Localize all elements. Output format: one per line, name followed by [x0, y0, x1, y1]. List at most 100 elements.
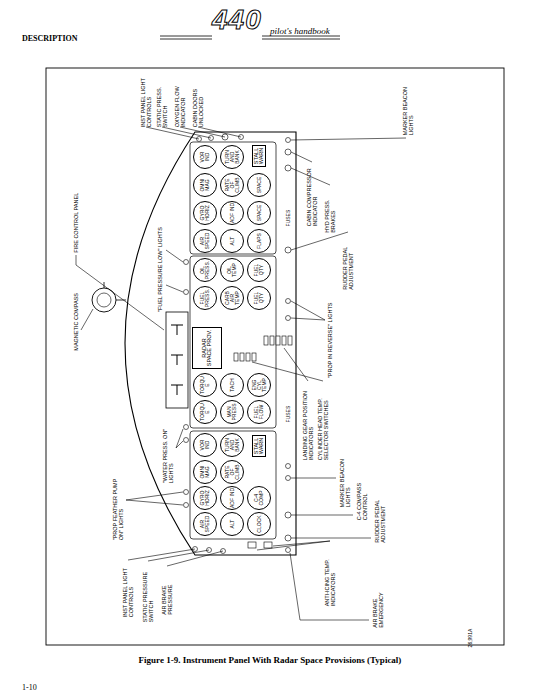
radar-space-box: RADAR SPACE PROV. [192, 327, 222, 369]
instrument-name: FUEL PRESS. [200, 288, 210, 308]
selector-switch [240, 353, 244, 361]
callout-label: "WATER PRESS. ON" LIGHTS [162, 417, 175, 483]
instrument-name: TORQUE [200, 402, 210, 422]
callout-label: LANDING GEAR POSITION INDICATORS [302, 384, 315, 460]
gauge-dial: TURN AND BANK [220, 433, 244, 457]
instrument-name: GYRO HORIZ [200, 203, 210, 223]
selector-switch [246, 353, 250, 361]
instrument-name: GYRO HORIZ [200, 488, 210, 508]
gauge-dial: RATE OF CLIMB [220, 460, 244, 484]
gauge-dial: ADF IND [220, 486, 244, 510]
gauge-dial: VOR IND [193, 145, 217, 169]
indicator-light [285, 512, 291, 518]
gauge-dial: RATE OF CLIMB [220, 173, 244, 197]
compass-card [97, 293, 111, 307]
instrument-name: OIL TEMP [227, 260, 237, 280]
warning-light-box: STALL WARN [252, 145, 266, 167]
instrument-name: CLOCK [257, 515, 262, 532]
diagram-frame [46, 68, 504, 645]
gauge-dial: OMNI MAG [193, 460, 217, 484]
callout-label: AIR BRAKE EMERGENCY [372, 582, 385, 627]
gauge-dial: OIL TEMP [220, 258, 244, 282]
indicator-light [285, 165, 291, 171]
gauge-dial: TURN AND BANK [220, 145, 244, 169]
instrument-name: SPACE [257, 177, 262, 194]
instrument-name: VOR IND [200, 435, 210, 455]
selector-switch [276, 336, 280, 345]
instrument-name: TORQUE [200, 375, 210, 395]
engine-instrument-group [190, 256, 276, 428]
instrument-name: OIL PRESS. [200, 260, 210, 280]
panel-outline [125, 132, 296, 555]
callout-label: OXYGEN FLOW INDICATOR [174, 73, 187, 127]
callout-label: "PROP IN REVERSE" LIGHTS [327, 286, 333, 378]
instrument-name: OMNI MAG [200, 462, 210, 482]
instrument-name: STALL WARN [254, 147, 265, 165]
indicator-light [285, 247, 291, 253]
pilot-instrument-group [190, 431, 276, 539]
callout-label: FUSES [285, 201, 291, 226]
callout-label: RUDDER PEDAL ADJUSTMENT [342, 234, 355, 289]
callout-label: CABIN DOORS UNLOCKED [192, 73, 205, 127]
instrument-name: FUEL QTY [254, 288, 264, 308]
selector-switch [288, 336, 292, 345]
gauge-dial: AIR SPEED [193, 512, 217, 536]
indicator-light [286, 548, 291, 553]
handbook-logo: 440 [212, 6, 262, 34]
callout-label: CABIN COMPRESSOR INDICATOR [306, 164, 319, 226]
page-heading: DESCRIPTION [22, 34, 78, 43]
callout-label: CYLINDER HEAD TEMP. SELECTOR SWITCHES [317, 384, 330, 460]
header-text: 1-10 [22, 683, 37, 692]
gauge-dial: ENG CYL TEMP [247, 373, 271, 397]
instrument-name: RATE OF CLIMB [225, 462, 240, 482]
gauge-dial: C-4 COMP [247, 486, 271, 510]
gauge-dial: ALT [220, 229, 244, 253]
indicator-light [286, 476, 291, 481]
gauge-dial: MAN PRESS [220, 400, 244, 424]
instrument-name: OMNI MAG [200, 175, 210, 195]
gauge-dial: SPACE [247, 173, 271, 197]
indicator-light [184, 425, 189, 430]
callout-label: FUSES [285, 397, 291, 422]
indicator-light [286, 316, 291, 321]
gauge-dial: TORQUE [193, 373, 217, 397]
instrument-name: RADAR SPACE PROV. [202, 330, 213, 367]
callout-label: FIRE CONTROL PANEL [73, 178, 79, 253]
instrument-name: ADF IND [230, 203, 235, 223]
callout-label: INST PANEL LIGHT CONTROLS [122, 563, 135, 617]
indicator-light [184, 290, 189, 295]
gauge-dial: ADF IND [220, 201, 244, 225]
header-rule [160, 36, 340, 39]
instrument-name: ENG CYL TEMP [252, 375, 267, 395]
indicator-light [285, 535, 291, 541]
callout-label: INST PANEL LIGHT CONTROLS [140, 73, 153, 127]
warning-light-box: STALL WARN [252, 435, 266, 457]
indicator-light [286, 464, 291, 469]
instrument-name: FUEL QTY [254, 260, 264, 280]
callout-label: 26,991A [467, 612, 473, 647]
callout-label: "FUEL PRESSURE LOW" LIGHTS [157, 212, 163, 312]
instrument-name: MAN PRESS [227, 402, 237, 422]
gauge-dial: GYRO HORIZ [193, 486, 217, 510]
gauge-dial: VOR IND [193, 433, 217, 457]
instrument-name: TURN AND BANK [225, 435, 240, 455]
instrument-name: STALL WARN [254, 437, 265, 455]
selector-switch [252, 353, 256, 361]
instrument-name: RATE OF CLIMB [225, 175, 240, 195]
copilot-instrument-group [190, 142, 276, 254]
callout-label: AIR BRAKE PRESSURE [161, 569, 174, 614]
gauge-dial: CLOCK [247, 512, 271, 536]
figure-caption: Figure 1-9. Instrument Panel With Radar … [30, 655, 510, 665]
lights-and-switches [184, 134, 293, 554]
gauge-dial: CARB AIR TEMP [220, 286, 244, 310]
anti-icing-indicator [264, 542, 272, 548]
instrument-name: FLAPS [257, 233, 262, 249]
instrument-name: ADF IND [230, 488, 235, 508]
gauge-dial: OIL PRESS. [193, 258, 217, 282]
header-text: pilot's handbook [270, 26, 330, 36]
instrument-name: FUEL FLOW [254, 402, 264, 422]
gauge-dial: FUEL PRESS. [193, 286, 217, 310]
callout-label: MAGNETIC COMPASS [73, 286, 79, 351]
